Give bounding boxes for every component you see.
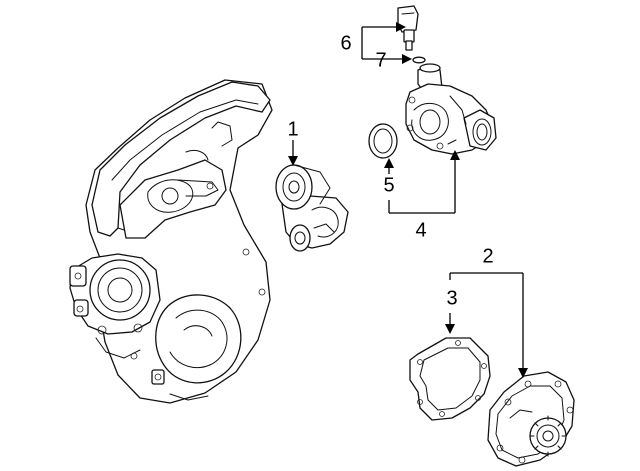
callout-1: 1 bbox=[287, 118, 298, 140]
leader-lines bbox=[288, 22, 528, 378]
timing-cover-icon bbox=[69, 79, 273, 404]
callout-6: 6 bbox=[340, 32, 351, 54]
thermostat-housing-icon bbox=[405, 63, 497, 155]
callout-7: 7 bbox=[375, 49, 386, 71]
callout-5: 5 bbox=[383, 174, 394, 196]
o-ring-icon bbox=[412, 56, 426, 64]
water-pump-icon bbox=[487, 371, 575, 467]
gasket-icon bbox=[409, 337, 491, 421]
callout-3: 3 bbox=[446, 287, 457, 309]
callout-labels: 1 2 3 4 5 6 7 bbox=[287, 32, 493, 309]
o-ring-seal-icon bbox=[368, 123, 398, 159]
callout-4: 4 bbox=[415, 219, 426, 241]
callout-2: 2 bbox=[482, 245, 493, 267]
belt-tensioner-icon bbox=[275, 164, 349, 252]
